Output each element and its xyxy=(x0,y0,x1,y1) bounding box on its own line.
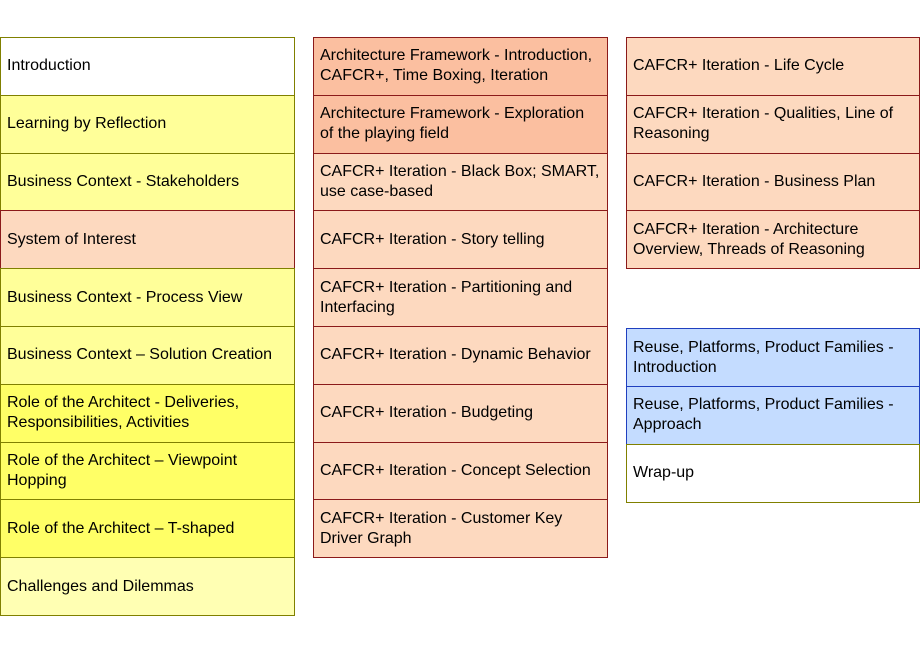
topic-label: Architecture Framework - Exploration of … xyxy=(320,105,585,143)
topic-cell: CAFCR+ Iteration - Architecture Overview… xyxy=(626,210,920,270)
topic-label: Role of the Architect – T-shaped xyxy=(7,519,235,537)
topic-label: Reuse, Platforms, Product Families - Int… xyxy=(633,338,894,376)
topic-cell: CAFCR+ Iteration - Life Cycle xyxy=(626,37,920,96)
topic-cell: CAFCR+ Iteration - Concept Selection xyxy=(313,441,608,501)
topic-label: Role of the Architect - Deliveries, Resp… xyxy=(7,394,240,432)
topic-cell: Introduction xyxy=(0,37,295,96)
topic-cell: Role of the Architect - Deliveries, Resp… xyxy=(0,383,295,443)
topic-cell: Reuse, Platforms, Product Families - Int… xyxy=(626,328,920,387)
topic-label: CAFCR+ Iteration - Partitioning and Inte… xyxy=(320,278,573,316)
topic-label: Wrap-up xyxy=(633,464,695,482)
topic-cell: CAFCR+ Iteration - Customer Key Driver G… xyxy=(313,499,608,559)
topic-label: CAFCR+ Iteration - Qualities, Line of Re… xyxy=(633,105,894,143)
column-2: Architecture Framework - Introduction, C… xyxy=(313,37,608,559)
topic-cell: Learning by Reflection xyxy=(0,94,295,154)
topic-label: Role of the Architect – Viewpoint Hoppin… xyxy=(7,451,238,489)
column-gap xyxy=(626,269,920,329)
topic-cell: CAFCR+ Iteration - Dynamic Behavior xyxy=(313,325,608,385)
topic-label: CAFCR+ Iteration - Architecture Overview… xyxy=(633,220,865,258)
topic-cell: Wrap-up xyxy=(626,443,920,503)
topic-label: CAFCR+ Iteration - Black Box; SMART, use… xyxy=(320,162,600,200)
topic-label: Business Context - Process View xyxy=(7,288,243,306)
topic-label: Business Context - Stakeholders xyxy=(7,172,240,190)
topic-cell: CAFCR+ Iteration - Story telling xyxy=(313,210,608,270)
topic-label: Business Context – Solution Creation xyxy=(7,346,273,364)
topic-label: System of Interest xyxy=(7,230,136,248)
topic-cell: CAFCR+ Iteration - Business Plan xyxy=(626,152,920,212)
topic-label: CAFCR+ Iteration - Story telling xyxy=(320,230,545,248)
topic-cell: Business Context - Process View xyxy=(0,268,295,327)
topic-label: Challenges and Dilemmas xyxy=(7,577,194,595)
topic-cell: CAFCR+ Iteration - Black Box; SMART, use… xyxy=(313,152,608,212)
topic-label: CAFCR+ Iteration - Life Cycle xyxy=(633,57,845,75)
topic-label: Reuse, Platforms, Product Families - App… xyxy=(633,396,894,434)
topic-cell: Business Context – Solution Creation xyxy=(0,325,295,385)
topic-label: CAFCR+ Iteration - Business Plan xyxy=(633,172,876,190)
topic-label: Introduction xyxy=(7,57,91,75)
topic-cell: CAFCR+ Iteration - Budgeting xyxy=(313,383,608,443)
topic-cell: Reuse, Platforms, Product Families - App… xyxy=(626,385,920,445)
topic-label: CAFCR+ Iteration - Budgeting xyxy=(320,404,533,422)
topic-label: CAFCR+ Iteration - Concept Selection xyxy=(320,461,591,479)
topic-label: Learning by Reflection xyxy=(7,115,167,133)
topic-cell: Challenges and Dilemmas xyxy=(0,557,295,616)
topic-label: Architecture Framework - Introduction, C… xyxy=(320,47,593,85)
topic-cell: Role of the Architect – Viewpoint Hoppin… xyxy=(0,441,295,501)
topic-cell: CAFCR+ Iteration - Partitioning and Inte… xyxy=(313,268,608,327)
topic-cell: System of Interest xyxy=(0,210,295,270)
topic-label: CAFCR+ Iteration - Customer Key Driver G… xyxy=(320,509,563,547)
topic-label: CAFCR+ Iteration - Dynamic Behavior xyxy=(320,346,591,364)
topic-cell: Role of the Architect – T-shaped xyxy=(0,499,295,559)
topic-cell: Architecture Framework - Exploration of … xyxy=(313,94,608,154)
topic-cell: Architecture Framework - Introduction, C… xyxy=(313,37,608,96)
topic-cell: Business Context - Stakeholders xyxy=(0,152,295,212)
topic-cell: CAFCR+ Iteration - Qualities, Line of Re… xyxy=(626,94,920,154)
